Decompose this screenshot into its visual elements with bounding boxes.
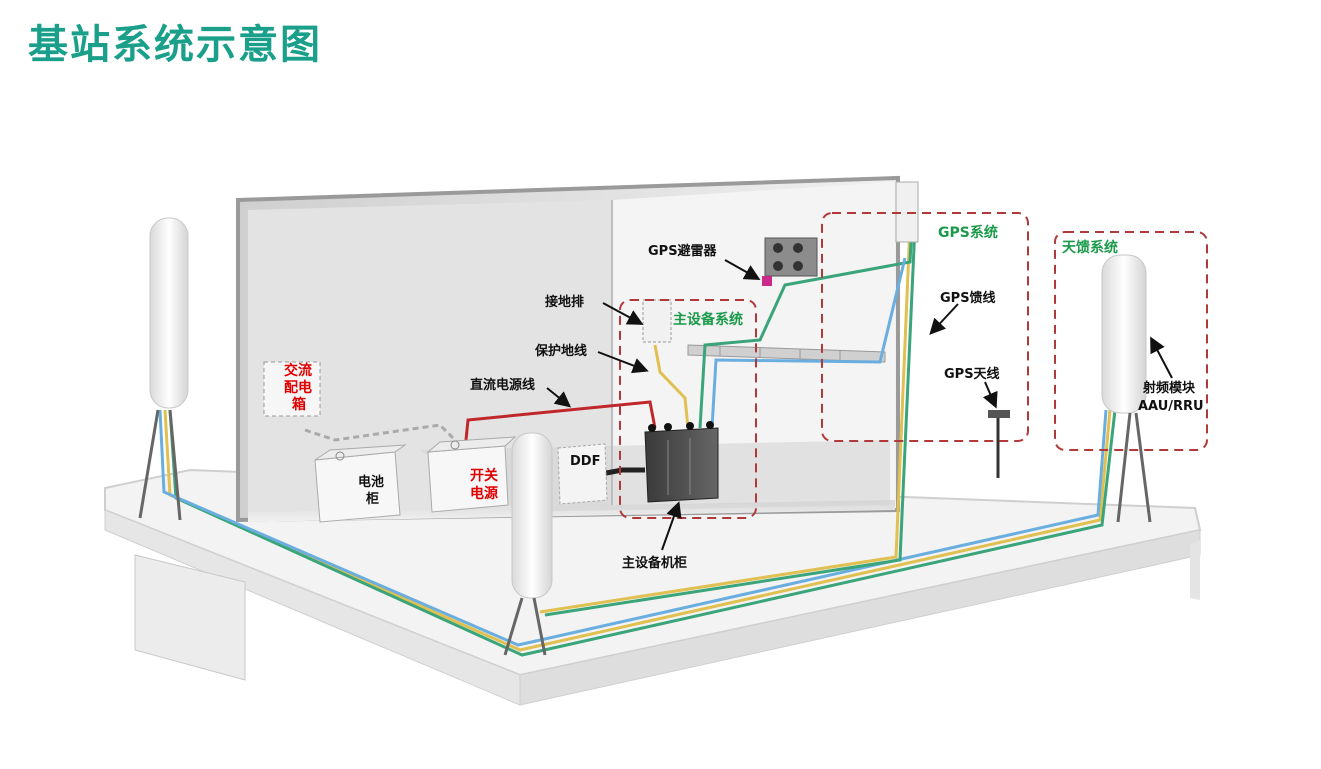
dc-power-line-label: 直流电源线 [470,377,535,393]
battery-label-2: 柜 [365,491,379,507]
rru-antenna-right [1101,254,1152,523]
ddf-rack [557,443,608,505]
battery-cabinet [314,444,407,523]
rru-antenna-left [138,217,189,521]
rf-module-label-2: AAU/RRU [1138,399,1204,414]
ac-box-label-3: 箱 [292,396,306,413]
gps-antenna-post [988,410,1010,478]
ddf-label: DDF [570,454,600,469]
gps-feeder-label: GPS馈线 [940,290,996,306]
gps-arrester-panel [762,237,818,286]
ac-box-label-1: 交流 [284,362,312,379]
feeder-group-box [1054,231,1208,451]
gps-antenna-label: GPS天线 [944,366,1000,382]
main-equipment-group-box [619,299,757,519]
battery-label-1: 电池 [358,474,384,490]
switch-power-cabinet [426,436,517,513]
grounding-bar [642,299,672,343]
indoor-cables [304,224,914,481]
callout-arrows [546,259,1173,551]
protect-ground-label: 保护地线 [534,343,587,359]
ac-box-label-2: 配电 [284,379,312,396]
switch-power-label-1: 开关 [470,467,498,484]
page-title: 基站系统示意图 [28,22,322,68]
gps-group-box [821,212,1029,442]
gps-group-label: GPS系统 [938,224,998,241]
main-cabinet-label: 主设备机柜 [622,555,687,571]
cable-tray [687,344,886,363]
grounding-bar-label: 接地排 [545,294,584,310]
gps-arrester-label: GPS避雷器 [648,243,718,259]
equipment-room [236,175,900,523]
rf-module-label-1: 射频模块 [1142,380,1196,396]
switch-power-label-2: 电源 [470,485,498,502]
rru-antenna-center [503,432,553,656]
ac-distribution-box [263,361,321,417]
main-equipment-group-label: 主设备系统 [673,311,743,328]
main-equipment-cabinet [644,421,719,503]
rooftop-slab [104,468,1202,706]
feeder-group-label: 天馈系统 [1062,239,1118,256]
